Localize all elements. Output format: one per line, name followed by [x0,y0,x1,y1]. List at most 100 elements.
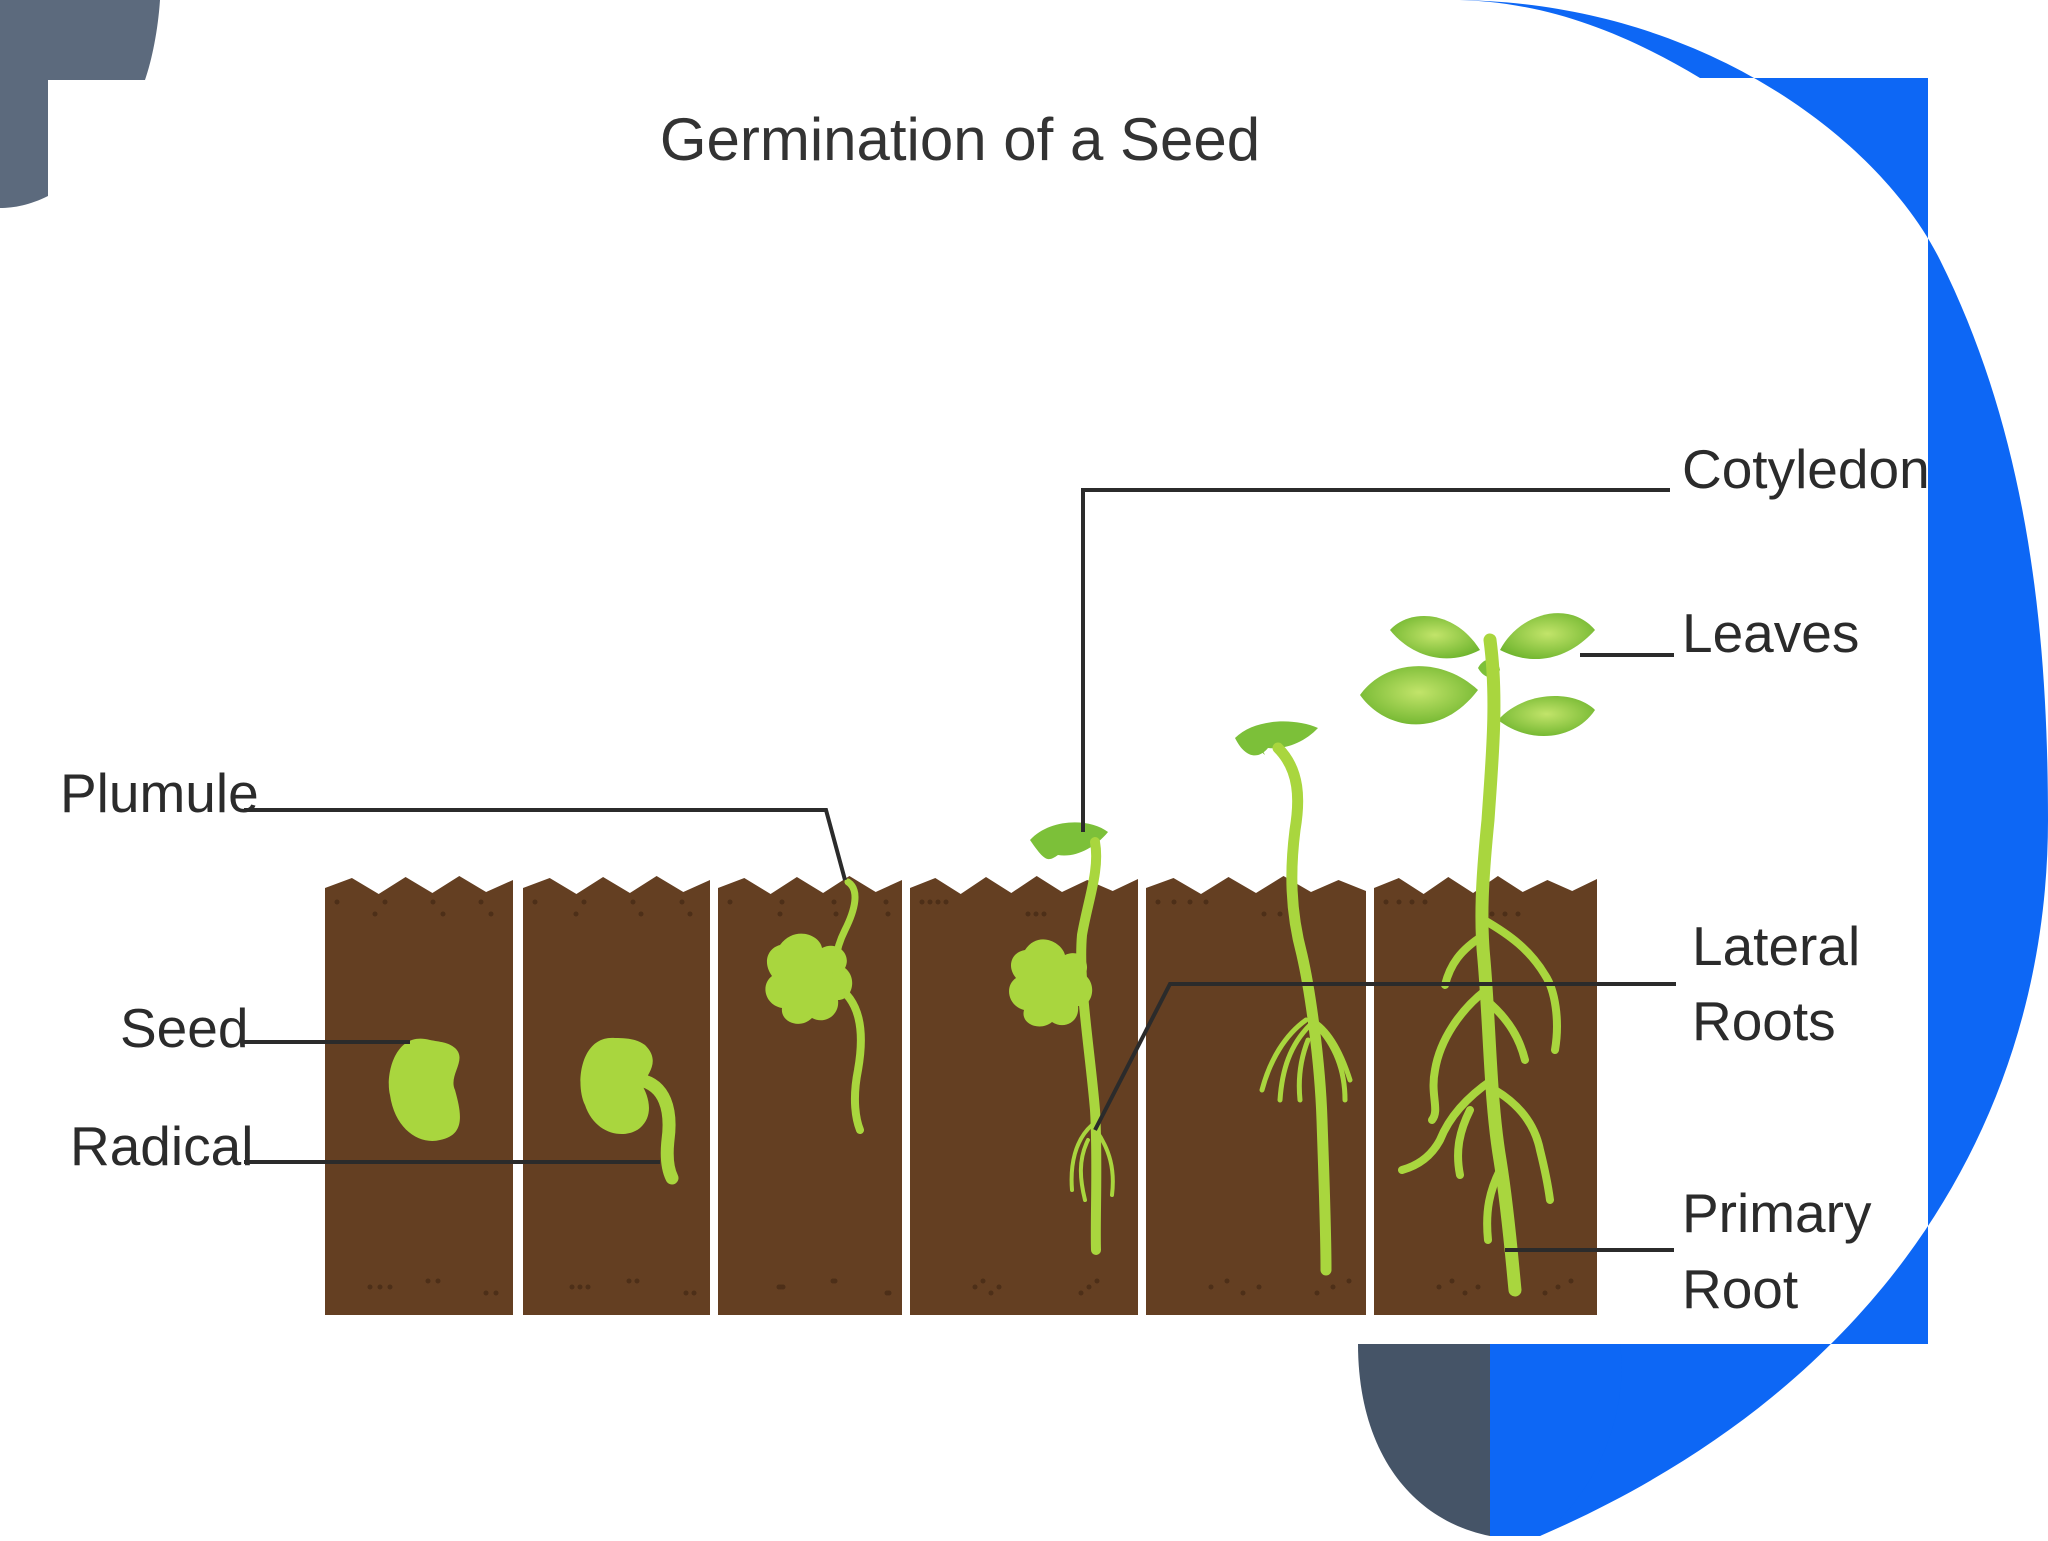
soil-speck [1094,1278,1100,1284]
leaves-label: Leaves [1682,602,1859,664]
soil-speck [1555,1284,1561,1290]
roots-label: Roots [1692,990,1836,1052]
soil-speck [1346,1278,1352,1284]
soil-speck [626,1278,632,1284]
soil-speck [1568,1278,1574,1284]
soil-speck [1383,899,1389,905]
leader-lines [244,488,1676,1252]
soil-speck [1033,911,1039,917]
soil-speck [1462,1290,1468,1296]
stage-5-young-plant [1235,721,1353,1276]
soil-speck [367,1284,373,1290]
soil-speck [1396,899,1402,905]
lateral-label: Lateral [1692,915,1860,977]
cotyledon-leader [1081,488,1670,832]
shoot-stem [1272,742,1332,1276]
soil-speck [1224,1278,1230,1284]
slate-corner-shape [0,0,160,208]
soil-speck [1502,911,1508,917]
soil-speck [483,1290,489,1296]
leaf-middle-right [1498,696,1595,737]
soil-speck [493,1290,499,1296]
soil-speck [1330,1284,1336,1290]
soil-speck [1542,1290,1548,1296]
soil-speck [573,911,579,917]
soil-speck [430,899,436,905]
soil-speck [1208,1284,1214,1290]
soil-panels [325,876,1597,1315]
cotyledon-label: Cotyledon [1682,438,1930,500]
soil-speck [634,1278,640,1284]
soil-speck [1203,899,1209,905]
lateral-root-hairs [1259,1017,1353,1103]
soil-speck [440,911,446,917]
soil-speck [919,899,925,905]
stage-4-seedling [1009,822,1115,1255]
soil-speck [943,899,949,905]
soil-speck [334,899,340,905]
soil-speck [779,899,785,905]
soil-speck [884,1290,890,1296]
soil-speck [569,1284,575,1290]
soil-speck [478,899,484,905]
soil-speck [1422,899,1428,905]
soil-speck [1256,1284,1262,1290]
soil-speck [885,911,891,917]
soil-speck [1436,1284,1442,1290]
soil-speck [1041,911,1047,917]
leaf-upper-left [1390,616,1480,659]
soil-speck [683,1290,689,1296]
blue-bottom-tab-shape [1490,1344,1622,1536]
diagram-title: Germination of a Seed [660,106,1260,173]
soil-speck [1409,899,1415,905]
primary-label: Primary [1682,1182,1872,1244]
soil-speck [577,1284,583,1290]
soil-speck [382,899,388,905]
branching-roots [1398,916,1561,1244]
seed-label: Seed [120,997,248,1059]
soil-speck [1155,899,1161,905]
soil-speck [1240,1290,1246,1296]
soil-speck [532,899,538,905]
soil-speck [1489,911,1495,917]
split-seed-shape [1009,939,1093,1027]
soil-speck [1314,1290,1320,1296]
lateral-roots-leader [1093,982,1676,1131]
plumule-label: Plumule [60,762,259,824]
hypocotyl-stem [1076,837,1102,1255]
soil-speck [883,899,889,905]
soil-speck [833,911,839,917]
soil-speck [1475,1284,1481,1290]
soil-speck [1171,899,1177,905]
leaf-upper-right [1500,613,1595,660]
soil-panel-4 [910,876,1138,1315]
soil-speck [988,1290,994,1296]
soil-panel-3 [718,876,902,1315]
soil-speck [830,1278,836,1284]
soil-speck [372,911,378,917]
soil-speck [638,911,644,917]
root-label: Root [1682,1258,1798,1320]
soil-speck [377,1284,383,1290]
seed-shape [388,1038,460,1141]
soil-speck [777,911,783,917]
soil-speck [1078,1290,1084,1296]
soil-panel-5 [1146,876,1366,1315]
soil-speck [687,911,693,917]
dark-slate-bottom-shape [1358,1344,1490,1536]
stage-3-sprouting-seed [765,878,865,1134]
soil-speck [972,1284,978,1290]
soil-speck [679,899,685,905]
soil-speck [1025,911,1031,917]
soil-speck [585,1284,591,1290]
seed-shape [580,1037,653,1135]
soil-speck [927,899,933,905]
main-stem [1475,633,1522,1297]
soil-speck [387,1284,393,1290]
soil-speck [996,1284,1002,1290]
leaf-middle-left [1360,666,1478,725]
soil-speck [1449,1278,1455,1284]
soil-speck [630,899,636,905]
